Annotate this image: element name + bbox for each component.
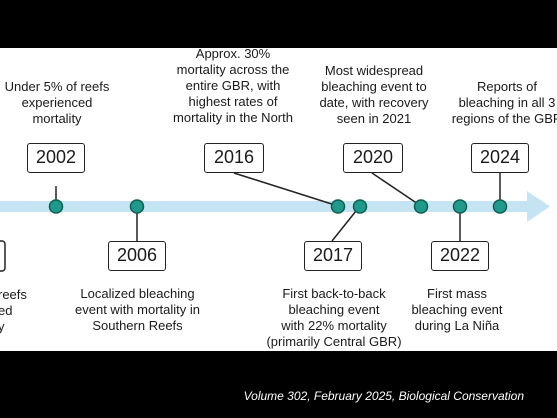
year-box-cut-left: [0, 240, 6, 272]
year-box-2020: 2020: [343, 143, 403, 173]
event-note-2022: First mass bleaching event during La Niñ…: [411, 286, 503, 333]
timeline-arrow-head: [527, 191, 550, 222]
year-box-2002: 2002: [27, 143, 85, 173]
timeline-arrow-shaft: [0, 201, 530, 212]
connector-2016: [233, 172, 339, 207]
event-dot-2017: [352, 199, 368, 214]
year-box-2024: 2024: [471, 143, 529, 173]
year-box-2006: 2006: [108, 241, 166, 271]
event-note-2006: Localized bleaching event with mortality…: [75, 286, 200, 333]
event-note-left-cut: reefs ed y: [0, 287, 27, 334]
event-dot-2024: [492, 199, 508, 214]
event-note-2002: Under 5% of reefs experienced mortality: [4, 79, 110, 126]
timeline-graphic: [0, 172, 550, 272]
event-dot-2006: [129, 199, 145, 214]
year-box-2017: 2017: [304, 241, 362, 271]
event-note-2017: First back-to-back bleaching event with …: [266, 286, 402, 349]
publication-caption: Volume 302, February 2025, Biological Co…: [243, 389, 524, 403]
event-dot-2020: [413, 199, 429, 214]
event-note-2024: Reports of bleaching in all 3 regions of…: [451, 79, 557, 126]
connector-2020: [371, 172, 422, 207]
year-box-2022: 2022: [431, 241, 489, 271]
event-note-2020: Most widespread bleaching event to date,…: [319, 63, 429, 126]
event-dot-2002: [48, 199, 64, 214]
year-box-2016: 2016: [204, 143, 264, 173]
timeline-figure: 2002 2006 2016 2017 2020 2022 2024 reefs…: [0, 48, 557, 351]
event-dot-2016: [330, 199, 346, 214]
event-dot-2022: [452, 199, 468, 214]
event-note-2016: Approx. 30% mortality across the entire …: [173, 48, 293, 125]
